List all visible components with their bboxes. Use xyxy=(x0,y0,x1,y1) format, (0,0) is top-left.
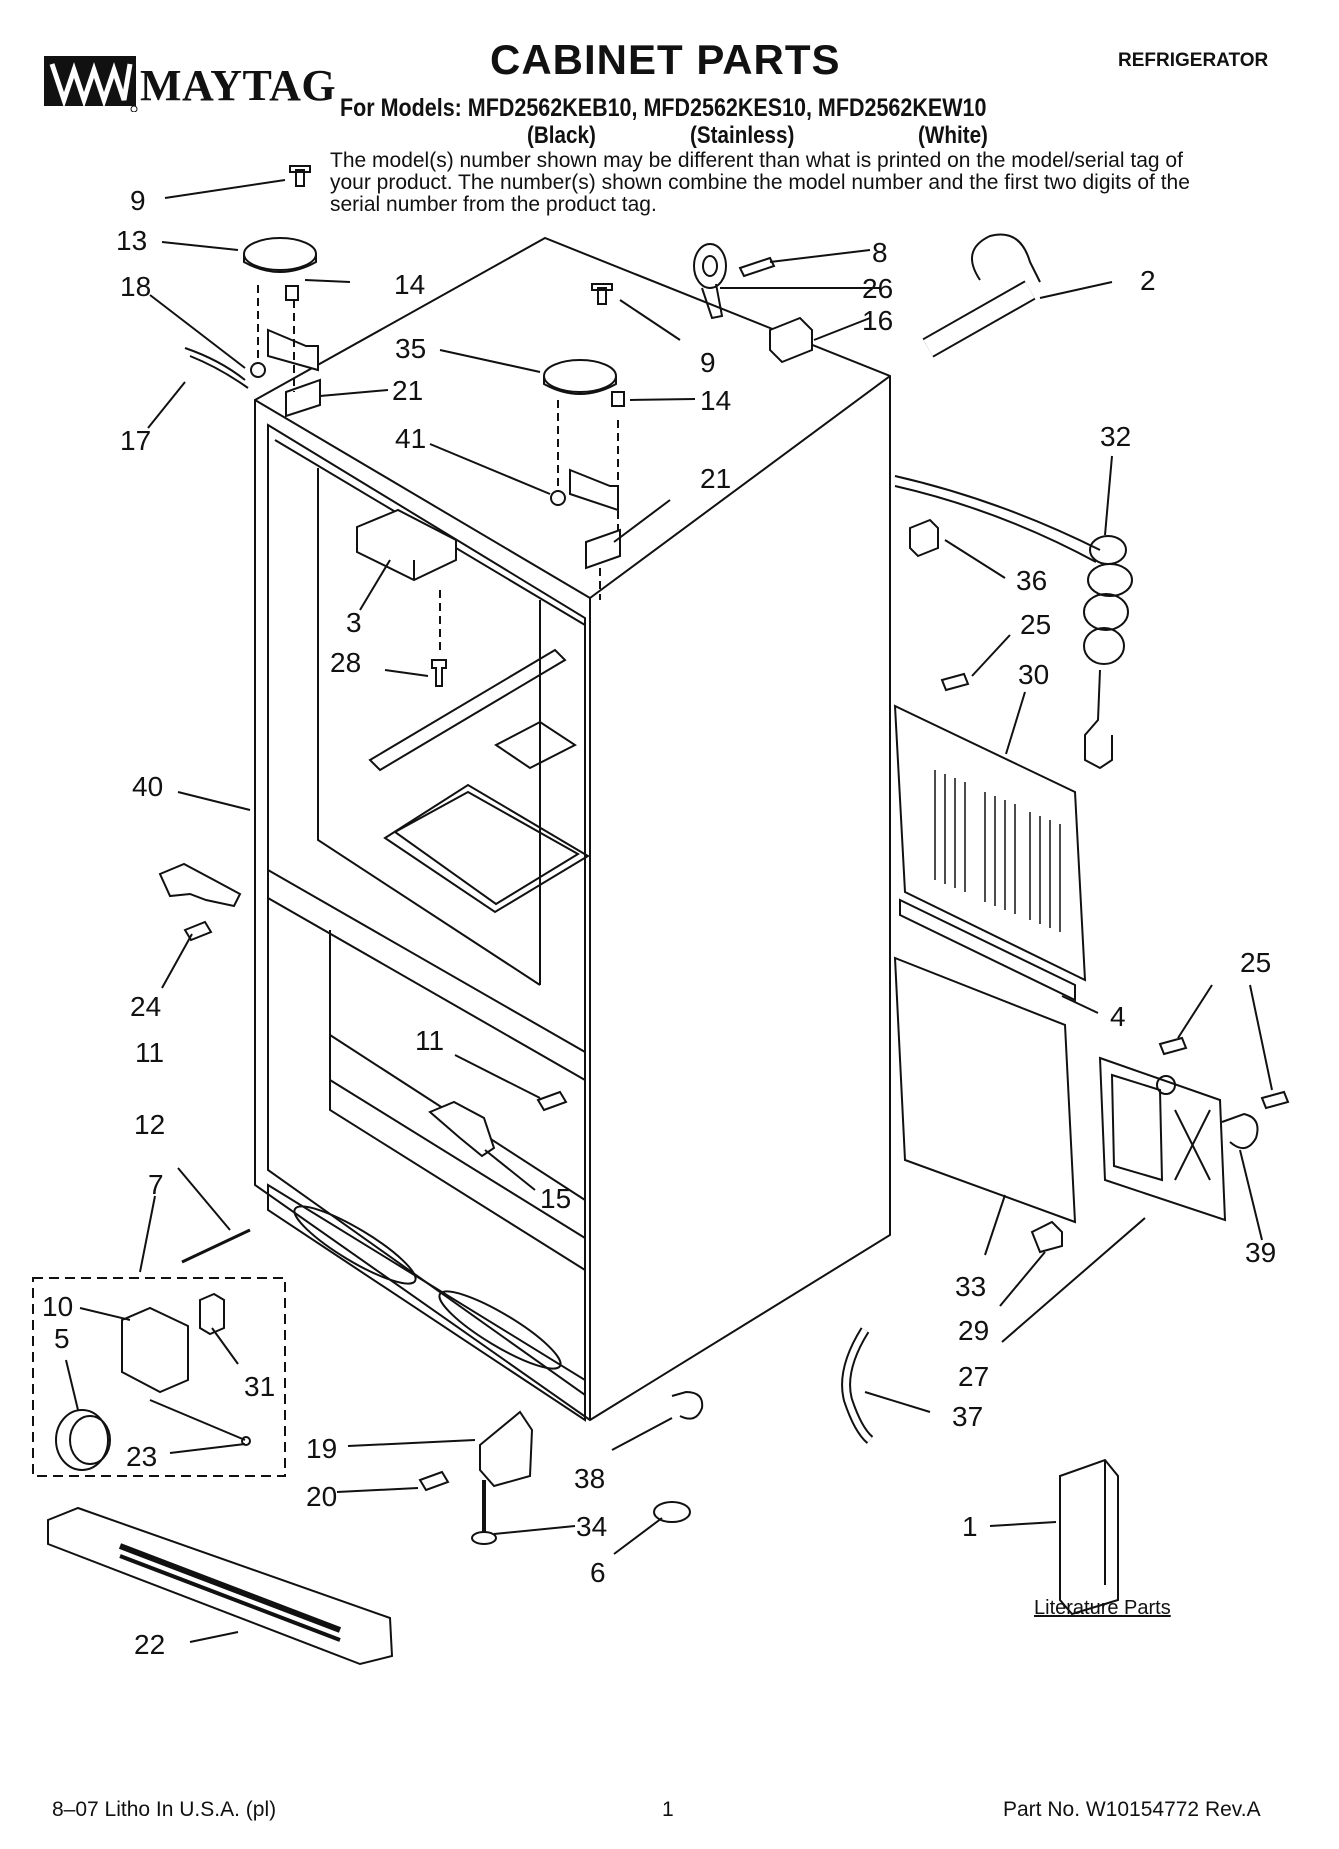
callout-39: 39 xyxy=(1245,1237,1276,1268)
footer-part-number: Part No. W10154772 Rev.A xyxy=(1003,1798,1261,1821)
screw-9-right xyxy=(591,283,613,305)
part-16-clip xyxy=(769,316,813,364)
model-number-note: The model(s) number shown may be differe… xyxy=(330,149,1190,216)
callout-25b: 25 xyxy=(1240,947,1271,978)
part-24-bracket xyxy=(158,862,242,908)
screw-25-lower-a xyxy=(1158,1036,1188,1056)
callout-1: 1 xyxy=(962,1511,978,1542)
part-5-wheel xyxy=(55,1409,111,1471)
callout-12: 12 xyxy=(134,1109,165,1140)
callout-9b: 9 xyxy=(700,347,716,378)
part-38-clamp xyxy=(671,1390,704,1420)
callout-24: 24 xyxy=(130,991,161,1022)
callout-8: 8 xyxy=(872,237,888,268)
screw-11-center xyxy=(536,1090,568,1112)
callout-10: 10 xyxy=(42,1291,73,1322)
callout-18: 18 xyxy=(120,271,151,302)
callout-38: 38 xyxy=(574,1463,605,1494)
part-6-ring xyxy=(653,1501,691,1523)
callout-16: 16 xyxy=(862,305,893,336)
callout-21a: 21 xyxy=(392,375,423,406)
callout-11a: 11 xyxy=(135,1037,164,1068)
variant-black: (Black) xyxy=(527,122,596,149)
part-39-clamp xyxy=(1221,1112,1259,1149)
callout-35: 35 xyxy=(395,333,426,364)
brand-name: MAYTAG xyxy=(140,61,337,110)
part-15-bracket xyxy=(428,1100,496,1158)
part-32-power-cord xyxy=(894,475,1133,770)
right-top-hinge xyxy=(543,359,625,600)
footer-print-info: 8–07 Litho In U.S.A. (pl) xyxy=(52,1798,277,1821)
callout-27: 27 xyxy=(958,1361,989,1392)
part-34-leveling-leg xyxy=(471,1480,497,1545)
part-3-bracket xyxy=(356,508,457,687)
callout-23: 23 xyxy=(126,1441,157,1472)
callout-30: 30 xyxy=(1018,659,1049,690)
variant-white: (White) xyxy=(918,122,988,149)
callout-40: 40 xyxy=(132,771,163,802)
callout-14a: 14 xyxy=(394,269,425,300)
callout-21b: 21 xyxy=(700,463,731,494)
screw-11-left xyxy=(183,920,213,942)
callout-14b: 14 xyxy=(700,385,731,416)
callout-25a: 25 xyxy=(1020,609,1051,640)
part-26-clamp xyxy=(693,243,776,320)
screw-9-left xyxy=(289,165,311,187)
part-12-rod xyxy=(181,1228,251,1264)
callout-41: 41 xyxy=(395,423,426,454)
model-list: For Models: MFD2562KEB10, MFD2562KES10, … xyxy=(340,94,987,122)
part-22-toe-grille xyxy=(47,1506,394,1666)
part-27-board xyxy=(1098,1056,1227,1222)
callout-13: 13 xyxy=(116,225,147,256)
callout-4: 4 xyxy=(1110,1001,1126,1032)
part-4-strip xyxy=(899,898,1076,1002)
part-7-assembly-box xyxy=(32,1277,286,1477)
callout-28: 28 xyxy=(330,647,361,678)
callout-15: 15 xyxy=(540,1183,571,1214)
part-36-clip xyxy=(909,518,939,558)
document-type: REFRIGERATOR xyxy=(1118,50,1269,71)
callout-6: 6 xyxy=(590,1557,606,1588)
part-2-tube xyxy=(922,233,1041,358)
literature-book xyxy=(1059,1458,1119,1616)
callout-9a: 9 xyxy=(130,185,146,216)
part-19-leveler-bracket xyxy=(479,1410,534,1488)
left-top-hinge xyxy=(184,237,321,418)
callout-29: 29 xyxy=(958,1315,989,1346)
callout-37: 37 xyxy=(952,1401,983,1432)
callout-26: 26 xyxy=(862,273,893,304)
literature-parts-label: Literature Parts xyxy=(1034,1597,1171,1619)
part-10-bracket xyxy=(121,1292,251,1446)
screw-20 xyxy=(418,1470,450,1492)
part-33-cover xyxy=(893,956,1077,1224)
callout-20: 20 xyxy=(306,1481,337,1512)
callout-5: 5 xyxy=(54,1323,70,1354)
callout-31: 31 xyxy=(244,1371,275,1402)
callout-19: 19 xyxy=(306,1433,337,1464)
callout-11b: 11 xyxy=(415,1025,444,1056)
screw-25-upper xyxy=(940,672,970,692)
callout-2: 2 xyxy=(1140,265,1156,296)
page-title: CABINET PARTS xyxy=(490,36,841,83)
callout-3: 3 xyxy=(346,607,362,638)
callout-34: 34 xyxy=(576,1511,607,1542)
callout-22: 22 xyxy=(134,1629,165,1660)
callout-17: 17 xyxy=(120,425,151,456)
screw-25-lower-b xyxy=(1260,1090,1290,1110)
part-29-clip xyxy=(1030,1220,1063,1254)
callout-32: 32 xyxy=(1100,421,1131,452)
leader-lines xyxy=(65,179,1273,1643)
footer-page-number: 1 xyxy=(662,1798,674,1821)
callout-36: 36 xyxy=(1016,565,1047,596)
callout-labels: 9 13 18 17 14 21 35 41 9 14 21 8 26 16 2… xyxy=(42,185,1276,1660)
variant-stainless: (Stainless) xyxy=(690,122,795,149)
callout-33: 33 xyxy=(955,1271,986,1302)
part-30-access-panel xyxy=(893,704,1087,982)
callout-7: 7 xyxy=(148,1169,164,1200)
maytag-logo-icon xyxy=(44,56,138,112)
cabinet-shell xyxy=(254,236,891,1422)
